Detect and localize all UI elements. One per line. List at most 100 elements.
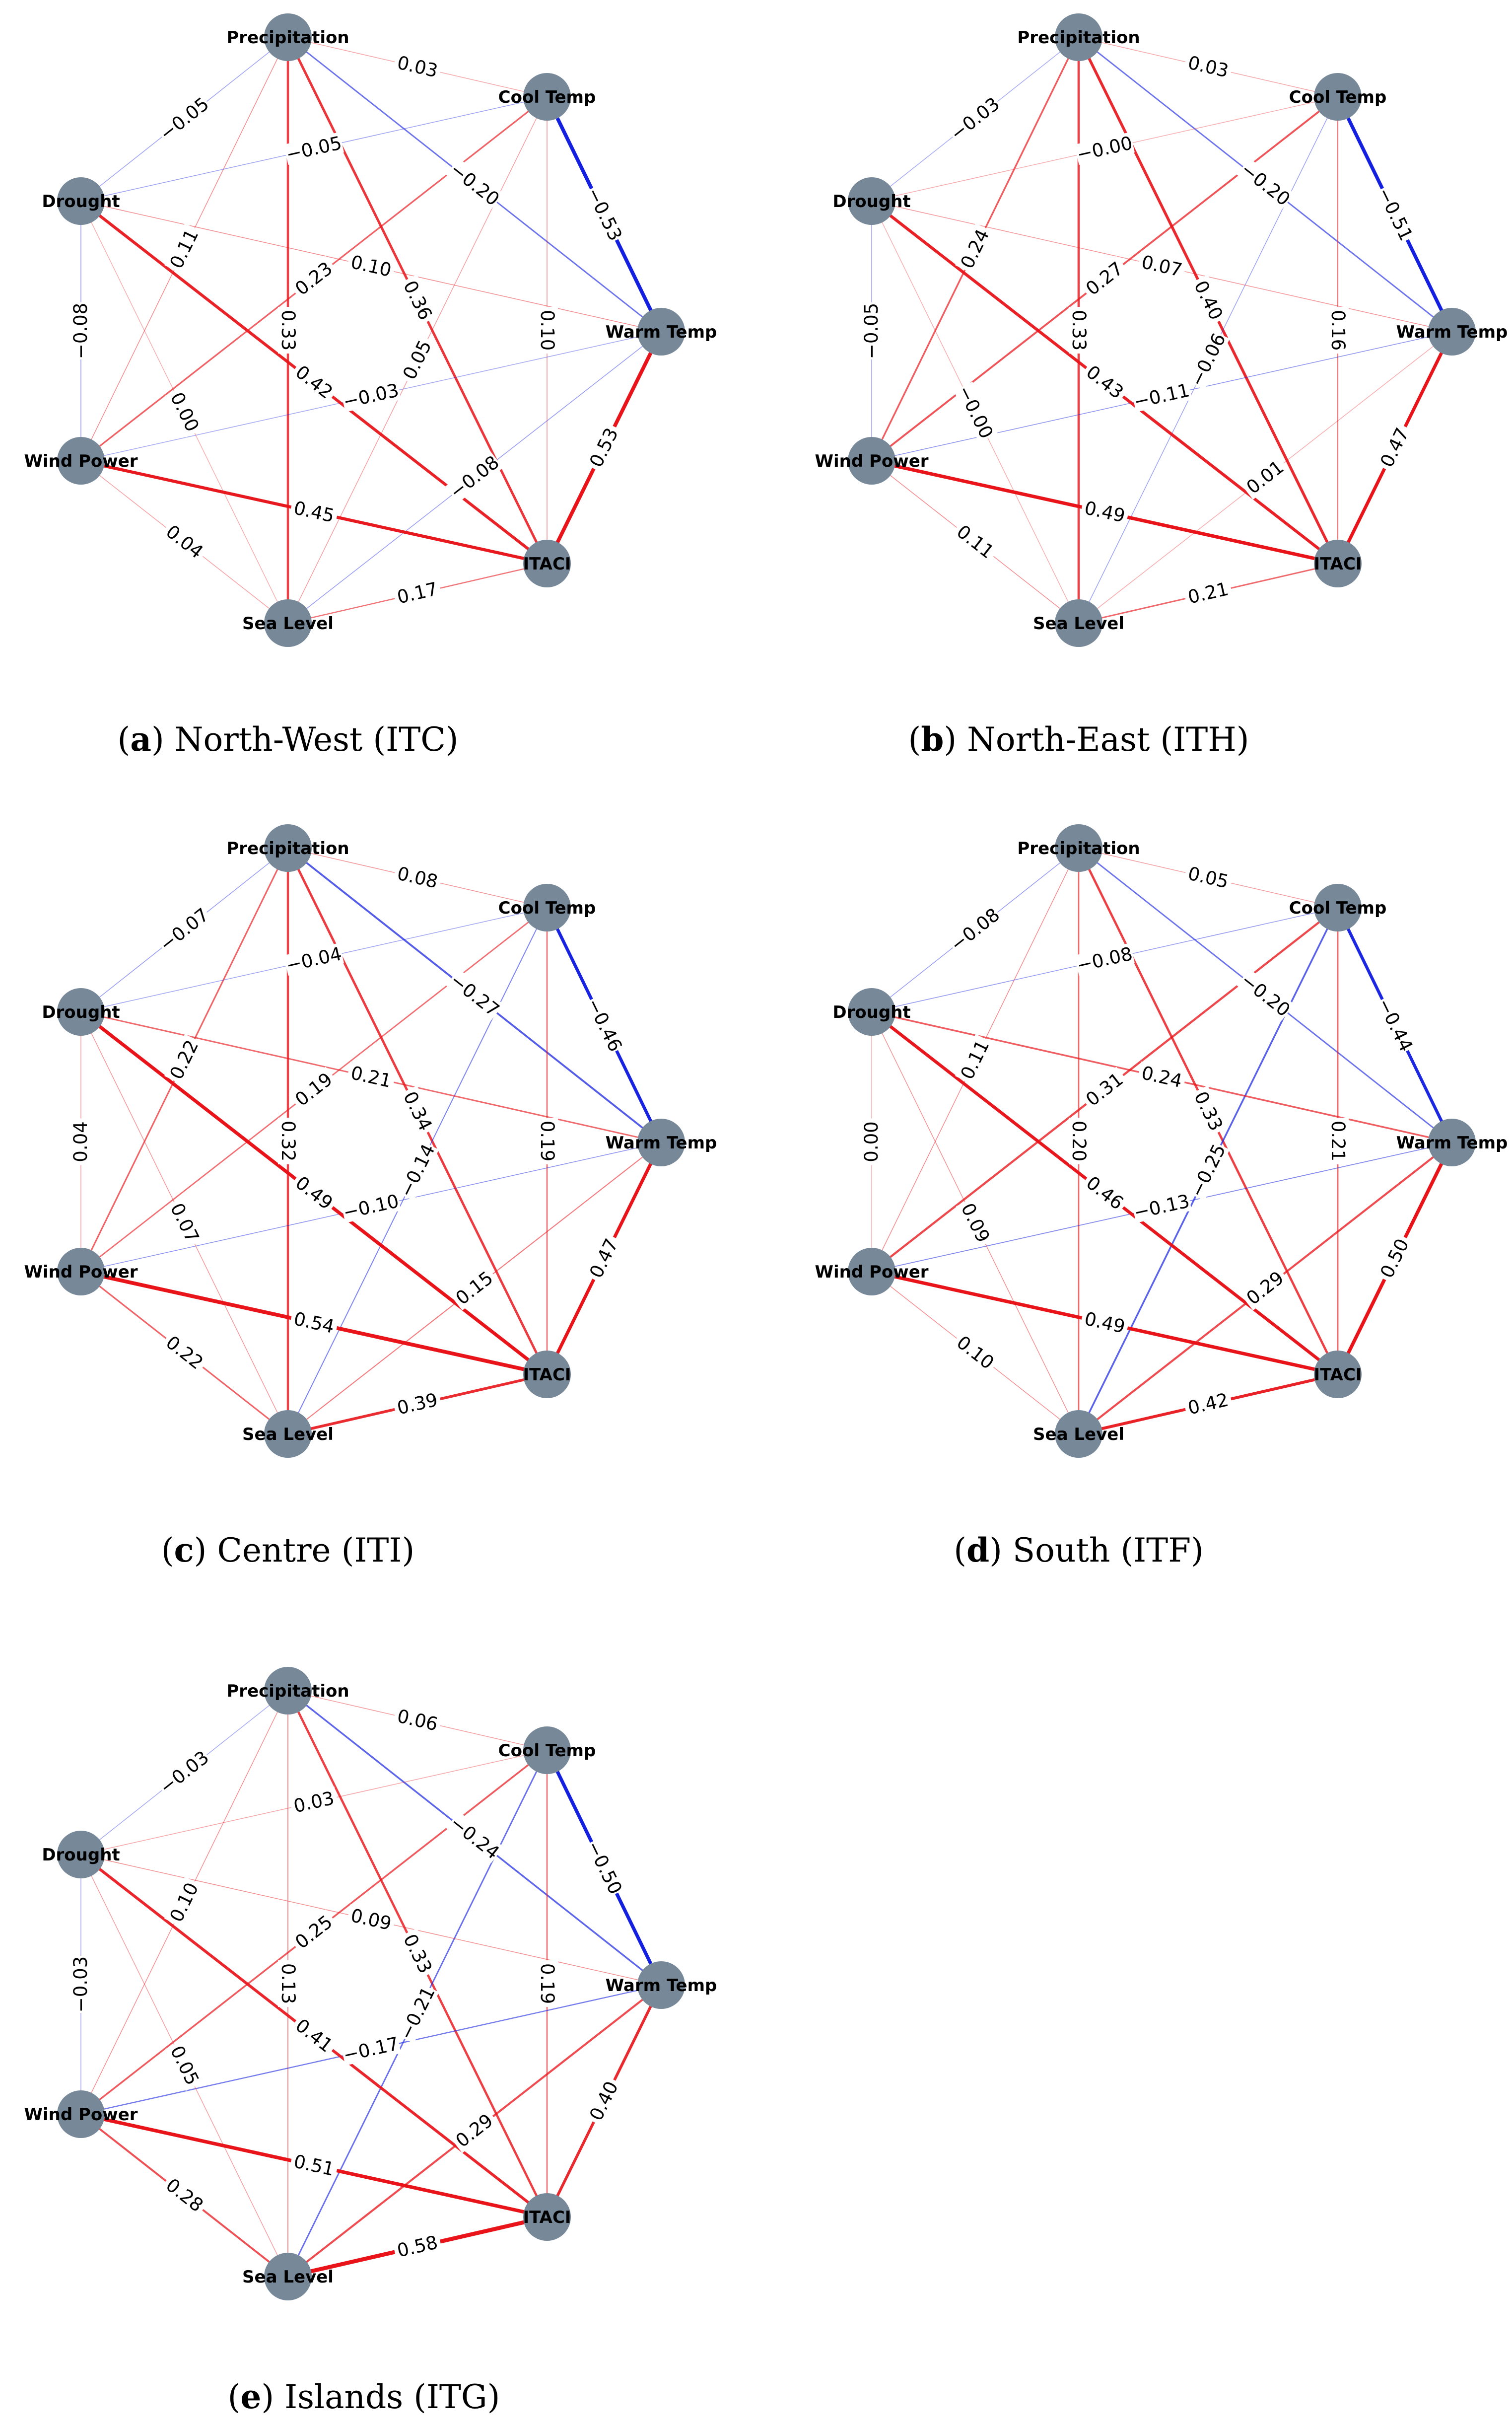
edge-label: −0.00 (1074, 132, 1135, 165)
edge-value: 0.19 (537, 1121, 558, 1161)
edge-label: −0.05 (283, 132, 344, 165)
edge-label-background (155, 93, 213, 145)
node-label: ITACI (1313, 1365, 1362, 1385)
edge-label-background (398, 1928, 438, 1980)
edge-label: 0.54 (289, 1307, 340, 1338)
edge-label: −0.00 (954, 381, 998, 442)
edge-label-background (392, 51, 443, 82)
edge-value: 0.05 (1186, 862, 1231, 892)
edge-label: 0.22 (160, 1330, 210, 1375)
edge-label: 0.50 (1375, 1232, 1414, 1284)
caption: (c) Centre (ITI) (161, 1531, 415, 1570)
edge-label-background (395, 1983, 439, 2044)
edge-value: 0.21 (1186, 578, 1231, 608)
node-label: Cool Temp (498, 87, 596, 107)
edge-value: 0.10 (349, 251, 394, 281)
edge-label: 0.49 (1080, 1307, 1130, 1338)
edge-value: −0.03 (155, 1747, 213, 1798)
node-sea-level (264, 2253, 312, 2300)
edge-value: 0.13 (277, 1963, 299, 2004)
edge-label: 0.49 (1080, 496, 1130, 527)
edge-label: 0.42 (289, 359, 340, 405)
node-label: Warm Temp (1396, 322, 1508, 342)
edge-label: −0.46 (582, 995, 626, 1055)
edge-label: −0.11 (1131, 379, 1192, 413)
node-label: Wind Power (24, 1262, 137, 1282)
edge-label-background (160, 2172, 210, 2218)
edge-label-background (1240, 1265, 1290, 1311)
edge-label: −0.51 (1373, 184, 1417, 244)
edge-label: 0.46 (1080, 1170, 1130, 1215)
edge-label: −0.20 (446, 158, 504, 210)
edge-label: 0.06 (392, 1705, 443, 1735)
edge-value: −0.20 (1237, 158, 1294, 210)
edge-label-background (1079, 256, 1129, 301)
edge-label: 0.21 (1327, 1118, 1349, 1164)
node-itaci (523, 2193, 571, 2241)
edge-value: −0.44 (1373, 995, 1417, 1055)
edge-value: −0.07 (155, 904, 213, 956)
node-precipitation (264, 13, 312, 61)
edge-value: 0.04 (70, 1121, 91, 1162)
node-warm-temp (637, 1119, 685, 1166)
edge-value: 0.06 (395, 1705, 440, 1735)
edge-label: 0.42 (1183, 1388, 1234, 1419)
node-precipitation (1055, 824, 1102, 872)
node-label: Sea Level (242, 2267, 334, 2287)
edge-label: 0.13 (277, 1960, 299, 2007)
panel-north-west: 0.03 −0.20 0.36 0.33 0.11 −0.05 −0.53 0.10 0.05 0… (24, 13, 717, 759)
edge-label: −0.08 (445, 451, 503, 503)
node-label: Wind Power (24, 2105, 137, 2125)
edge-value: 0.17 (395, 578, 440, 608)
edge-value: 0.11 (166, 226, 203, 272)
panel-north-east: 0.03−0.200.400.330.24−0.03−0.510.16−0.06… (815, 13, 1508, 759)
edge-label-background (1079, 1067, 1129, 1112)
edge-label: −0.25 (1185, 1140, 1230, 1201)
edge-value: −0.20 (1237, 969, 1294, 1021)
edge-label: 0.03 (1183, 51, 1234, 82)
edge-value: 0.07 (166, 1200, 204, 1246)
edge-value: −0.08 (946, 904, 1004, 956)
edge-label-background (392, 577, 443, 608)
edge-value: −0.53 (582, 184, 626, 244)
edge-label-background (1080, 496, 1130, 527)
edge-label: 0.09 (956, 1197, 995, 1249)
edge-value: 0.05 (399, 337, 436, 383)
edge-value: −0.03 (70, 1956, 91, 2012)
edge-value: −0.17 (341, 2033, 401, 2066)
edge-label-background (164, 1876, 204, 1928)
node-itaci (523, 540, 571, 587)
edge-value: 0.08 (395, 862, 440, 892)
edge-value: −0.08 (446, 451, 503, 503)
edge-label: −0.17 (341, 2033, 401, 2066)
edge-value: 0.33 (277, 310, 299, 351)
edge-value: 0.00 (166, 389, 204, 435)
node-label: Wind Power (815, 451, 928, 471)
edge-label-background (395, 1140, 439, 1201)
edge-label: −0.04 (283, 942, 344, 976)
edge-label-background (165, 2040, 205, 2091)
edge-label: −0.21 (395, 1983, 439, 2044)
edge-label-background (1375, 422, 1414, 473)
edge-label-background (1375, 1232, 1414, 1284)
edge-label-background (1189, 275, 1229, 326)
edge-label-background (582, 1837, 626, 1898)
edge-label-background (70, 302, 91, 359)
edge-label: 0.08 (392, 862, 443, 893)
edge-label-background (398, 1085, 438, 1137)
edge-label-background (1237, 969, 1295, 1021)
edge-label-background (446, 969, 504, 1021)
edge-value: 0.40 (1190, 277, 1227, 323)
edge-label: 0.03 (392, 51, 443, 82)
node-itaci (1314, 1351, 1362, 1398)
edge-value: −0.05 (284, 132, 344, 165)
panel-islands: 0.06−0.240.330.130.10−0.03−0.500.19−0.21… (24, 1667, 717, 2416)
edge-label-background (946, 93, 1004, 145)
node-cool-temp (1314, 884, 1362, 931)
node-label: Drought (42, 1002, 120, 1022)
node-label: Warm Temp (1396, 1133, 1508, 1153)
node-label: Warm Temp (606, 1976, 717, 1996)
edge-label: 0.36 (398, 275, 438, 326)
edge-label: 0.04 (70, 1118, 91, 1165)
node-label: Precipitation (226, 28, 349, 48)
